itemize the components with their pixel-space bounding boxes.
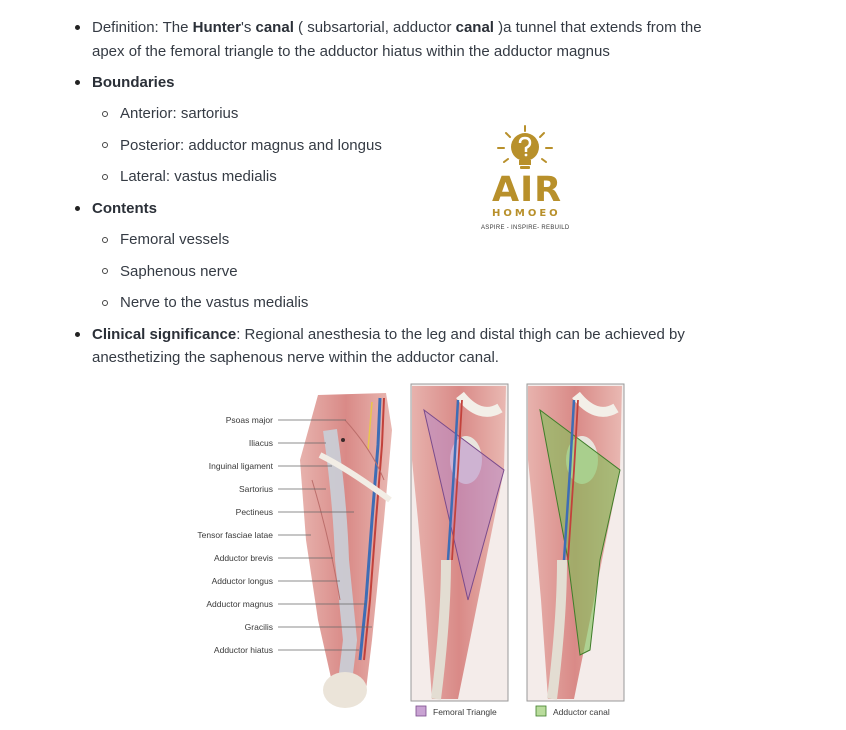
boundaries-heading: Boundaries xyxy=(92,74,175,91)
bullet xyxy=(75,25,80,30)
label-sartorius: Sartorius xyxy=(239,484,273,494)
logo-brand: AIR xyxy=(492,170,563,210)
boundary-item: Posterior: adductor magnus and longus xyxy=(120,137,382,154)
sub-bullet xyxy=(102,111,108,117)
contents-item: Saphenous nerve xyxy=(120,263,238,280)
definition-line-1: Definition: The Hunter's canal ( subsart… xyxy=(92,19,702,36)
legend-label-adductor-canal: Adductor canal xyxy=(553,707,610,717)
legend-swatch-femoral-triangle xyxy=(415,705,427,717)
label-adductor-brevis: Adductor brevis xyxy=(214,553,273,563)
adductor-canal-panel xyxy=(526,383,625,702)
bullet xyxy=(75,332,80,337)
label-psoas-major: Psoas major xyxy=(226,415,273,425)
label-leader-lines xyxy=(278,419,372,651)
label-inguinal-ligament: Inguinal ligament xyxy=(209,461,274,471)
label-gracilis: Gracilis xyxy=(245,622,273,632)
thigh-illustration xyxy=(300,393,392,708)
logo-tagline: ASPIRE - INSPIRE- REBUILD xyxy=(481,225,570,231)
lightbulb-question-icon xyxy=(497,125,553,169)
clinical-line-2: anesthetizing the saphenous nerve within… xyxy=(92,349,499,366)
clinical-line-1: Clinical significance: Regional anesthes… xyxy=(92,326,685,343)
sub-bullet xyxy=(102,300,108,306)
muscle-labels: Psoas major Iliacus Inguinal ligament Sa… xyxy=(197,415,273,655)
logo-subtitle: HOMOEO xyxy=(492,208,561,219)
label-adductor-longus: Adductor longus xyxy=(212,576,273,586)
legend-label-femoral-triangle: Femoral Triangle xyxy=(433,707,497,717)
sub-bullet xyxy=(102,174,108,180)
sub-bullet xyxy=(102,237,108,243)
bullet xyxy=(75,80,80,85)
label-pectineus: Pectineus xyxy=(236,507,273,517)
definition-line-2: apex of the femoral triangle to the addu… xyxy=(92,43,610,60)
boundary-item: Anterior: sartorius xyxy=(120,105,239,122)
label-iliacus: Iliacus xyxy=(249,438,273,448)
legend-swatch-adductor-canal xyxy=(535,705,547,717)
label-adductor-hiatus: Adductor hiatus xyxy=(214,645,273,655)
contents-item: Nerve to the vastus medialis xyxy=(120,294,309,311)
label-adductor-magnus: Adductor magnus xyxy=(206,599,273,609)
contents-heading: Contents xyxy=(92,200,157,217)
sub-bullet xyxy=(102,268,108,274)
label-tensor-fasciae-latae: Tensor fasciae latae xyxy=(197,530,273,540)
sub-bullet xyxy=(102,142,108,148)
contents-item: Femoral vessels xyxy=(120,231,230,248)
femoral-triangle-panel xyxy=(410,383,509,702)
air-homoeo-logo: AIR HOMOEO ASPIRE - INSPIRE- REBUILD xyxy=(470,124,580,236)
boundary-item: Lateral: vastus medialis xyxy=(120,168,277,185)
bullet xyxy=(75,206,80,211)
figure-legend: Femoral Triangle Adductor canal xyxy=(415,705,610,717)
